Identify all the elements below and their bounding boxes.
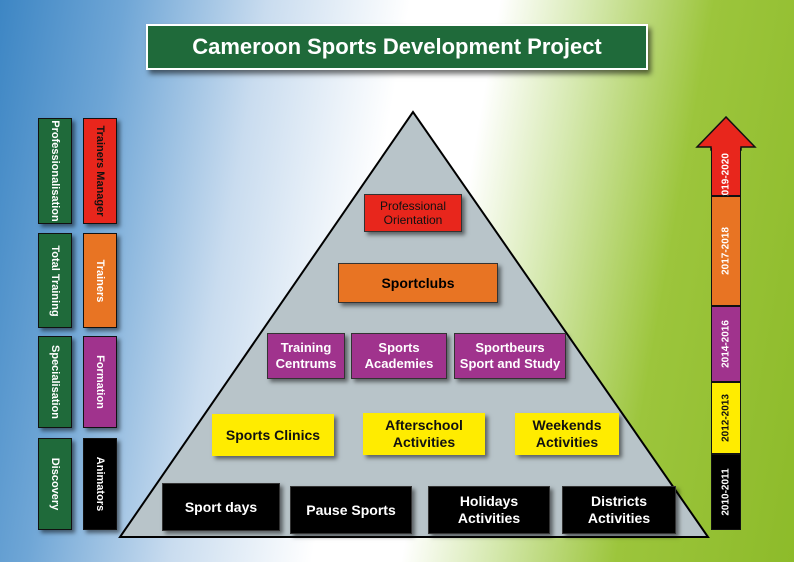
timeline-label: 2019-2020 (720, 152, 732, 201)
role-trainers-manager: Trainers Manager (83, 118, 117, 224)
timeline-segment-2019-2020 (711, 148, 741, 196)
timeline-segment-2010-2011: 2010-2011 (711, 454, 741, 530)
timeline-label: 2012-2013 (720, 394, 732, 442)
pyramid-box-label: Sports Academies (364, 340, 434, 371)
role-formation: Formation (83, 336, 117, 428)
pyramid-box-label: Weekends Activities (532, 417, 602, 450)
pyramid-box-label: Professional Orientation (379, 198, 447, 227)
role-animators: Animators (83, 438, 117, 530)
pyramid-box-training-centrums: Training Centrums (267, 333, 345, 379)
role-trainers: Trainers (83, 233, 117, 328)
pyramid-box-label: Sportbeurs Sport and Study (459, 340, 561, 371)
pyramid-box-label: Training Centrums (275, 340, 337, 371)
stage-professionalisation: Professionalisation (38, 118, 72, 224)
pyramid-box-pause-sports: Pause Sports (290, 486, 412, 534)
timeline-segment-2014-2016: 2014-2016 (711, 306, 741, 382)
stage-specialisation: Specialisation (38, 336, 72, 428)
timeline-segment-2017-2018: 2017-2018 (711, 196, 741, 306)
timeline-label: 2014-2016 (720, 320, 732, 368)
pyramid-box-label: Pause Sports (306, 501, 396, 518)
pyramid-box-label: Afterschool Activities (385, 417, 463, 450)
pyramid-box-sports-clinics: Sports Clinics (212, 414, 334, 456)
page-title: Cameroon Sports Development Project (146, 24, 648, 70)
pyramid-box-districts-activities: Districts Activities (562, 486, 676, 534)
pyramid-box-sportclubs: Sportclubs (338, 263, 498, 303)
pyramid-box-professional-orientation: Professional Orientation (364, 194, 462, 232)
timeline-label: 2017-2018 (720, 227, 732, 275)
pyramid-box-label: Districts Activities (587, 493, 651, 526)
pyramid-box-sports-academies: Sports Academies (351, 333, 447, 379)
stage-total-training: Total Training (38, 233, 72, 328)
pyramid-box-sportbeurs: Sportbeurs Sport and Study (454, 333, 566, 379)
stage-discovery: Discovery (38, 438, 72, 530)
pyramid-box-afterschool-activities: Afterschool Activities (363, 413, 485, 455)
timeline-label: 2010-2011 (720, 468, 732, 516)
pyramid-box-sport-days: Sport days (162, 483, 280, 531)
pyramid-box-holidays-activities: Holidays Activities (428, 486, 550, 534)
pyramid-box-label: Sports Clinics (225, 426, 321, 443)
pyramid-box-label: Holidays Activities (457, 493, 521, 526)
timeline-segment-2012-2013: 2012-2013 (711, 382, 741, 454)
pyramid-box-label: Sport days (184, 498, 258, 515)
pyramid-box-weekends-activities: Weekends Activities (515, 413, 619, 455)
timeline-label-2019-2020: 2019-2020 (711, 148, 741, 201)
arrowhead-shape (695, 115, 757, 151)
pyramid-box-label: Sportclubs (381, 274, 455, 291)
